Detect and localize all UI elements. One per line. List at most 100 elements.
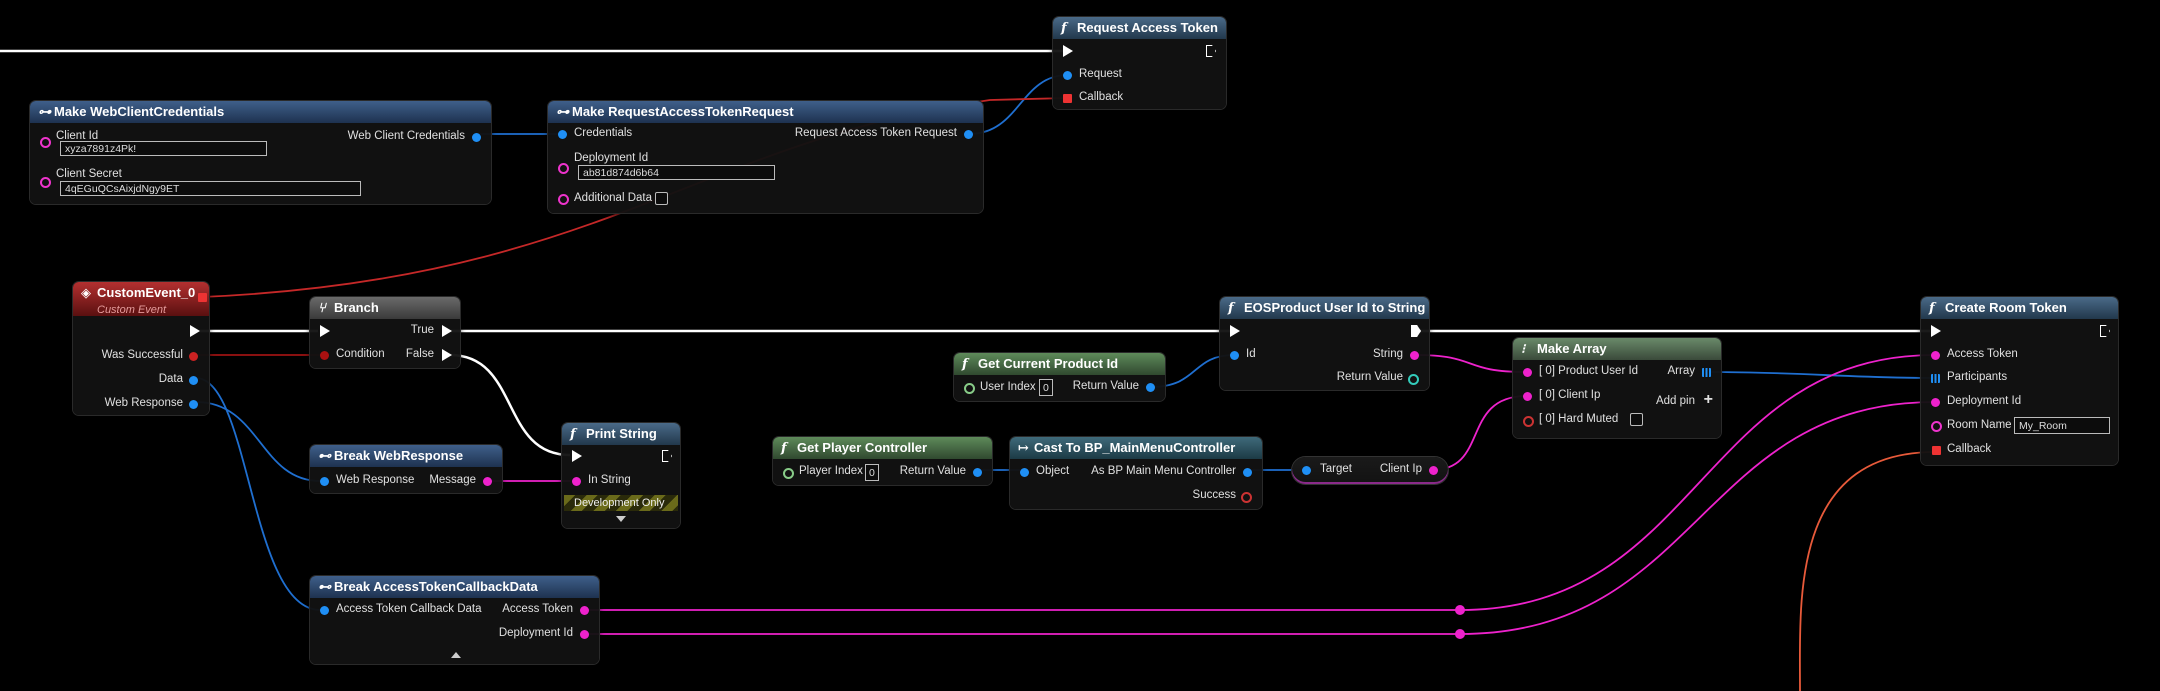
was-successful-pin[interactable] — [189, 352, 198, 361]
make-array-node[interactable]: ⁝Make Array [ 0] Product User Id [ 0] Cl… — [1513, 338, 1721, 438]
access-token-pin[interactable] — [1931, 351, 1940, 360]
credentials-pin[interactable] — [558, 130, 567, 139]
client-ip-pin[interactable] — [1523, 392, 1532, 401]
collapse-arrow-icon[interactable] — [451, 652, 461, 658]
return-value-pin[interactable] — [973, 468, 982, 477]
hard-muted-pin[interactable] — [1523, 416, 1534, 427]
player-index-pin[interactable] — [783, 468, 794, 479]
player-index-input[interactable]: 0 — [865, 464, 879, 481]
branch-node[interactable]: ⑂Branch Condition True False — [310, 297, 460, 368]
as-bp-main-menu-controller-pin[interactable] — [1243, 468, 1252, 477]
exec-out-pin[interactable] — [1411, 325, 1421, 337]
deployment-id-pin[interactable] — [1931, 398, 1940, 407]
exec-in-pin[interactable] — [1931, 325, 1941, 337]
exec-out-pin[interactable] — [662, 450, 672, 462]
expand-arrow-icon[interactable] — [616, 516, 626, 522]
exec-in-pin[interactable] — [572, 450, 582, 462]
cast-to-bp-main-menu-controller-node[interactable]: ↦Cast To BP_MainMenuController Object As… — [1010, 437, 1262, 509]
client-id-input[interactable]: xyza7891z4Pk! — [60, 141, 267, 156]
return-value-pin[interactable] — [1146, 383, 1155, 392]
true-label: True — [410, 324, 434, 336]
node-title: Make Array — [1537, 341, 1607, 356]
access-token-pin[interactable] — [580, 606, 589, 615]
id-pin[interactable] — [1230, 351, 1239, 360]
exec-in-pin[interactable] — [320, 325, 330, 337]
client-secret-input[interactable]: 4qEGuQCsAixjdNgy9ET — [60, 181, 361, 196]
callback-pin[interactable] — [1932, 446, 1941, 455]
participants-array-pin[interactable] — [1931, 374, 1940, 383]
wire-array — [1709, 371, 1936, 379]
client-ip-label: [ 0] Client Ip — [1539, 389, 1601, 401]
exec-out-pin[interactable] — [1206, 45, 1216, 57]
user-index-input[interactable]: 0 — [1039, 379, 1053, 396]
make-web-client-credentials-node[interactable]: ⊶Make WebClientCredentials Client Id xyz… — [30, 101, 491, 204]
hard-muted-checkbox[interactable] — [1630, 413, 1643, 426]
function-icon: f — [962, 357, 968, 372]
target-pin[interactable] — [1302, 466, 1311, 475]
request-access-token-request-pin[interactable] — [964, 130, 973, 139]
message-pin[interactable] — [483, 477, 492, 486]
product-user-id-pin[interactable] — [1523, 368, 1532, 377]
return-value-label: Return Value — [1072, 380, 1139, 392]
web-response-label: Web Response — [104, 397, 183, 409]
break-web-response-node[interactable]: ⊷Break WebResponse Web Response Message — [310, 445, 502, 493]
make-request-access-token-request-node[interactable]: ⊶Make RequestAccessTokenRequest Credenti… — [548, 101, 983, 213]
object-pin[interactable] — [1020, 468, 1029, 477]
exec-out-pin[interactable] — [2100, 325, 2110, 337]
hard-muted-label: [ 0] Hard Muted — [1539, 413, 1619, 425]
exec-in-pin[interactable] — [1230, 325, 1240, 337]
false-exec-pin[interactable] — [442, 349, 452, 361]
break-access-token-callback-data-node[interactable]: ⊷Break AccessTokenCallbackData Access To… — [310, 576, 599, 664]
in-string-label: In String — [588, 474, 631, 486]
client-id-pin[interactable] — [40, 137, 51, 148]
client-secret-pin[interactable] — [40, 177, 51, 188]
success-pin[interactable] — [1241, 492, 1252, 503]
deployment-id-label: Deployment Id — [498, 627, 573, 639]
exec-in-pin[interactable] — [1063, 45, 1073, 57]
data-label: Data — [158, 373, 183, 385]
user-index-pin[interactable] — [964, 383, 975, 394]
node-title: Get Player Controller — [797, 440, 928, 455]
client-ip-pin[interactable] — [1429, 466, 1438, 475]
success-label: Success — [1192, 489, 1236, 501]
false-label: False — [405, 348, 434, 360]
data-pin[interactable] — [189, 376, 198, 385]
additional-data-pin[interactable] — [558, 194, 569, 205]
function-icon: f — [1929, 301, 1935, 316]
delegate-out-pin[interactable] — [198, 293, 207, 302]
add-pin-icon[interactable]: + — [1703, 391, 1713, 408]
client-ip-getter-node[interactable]: Target Client Ip — [1292, 457, 1448, 484]
string-pin[interactable] — [1410, 351, 1419, 360]
exec-out-pin[interactable] — [190, 325, 200, 337]
callback-pin[interactable] — [1063, 94, 1072, 103]
development-only-banner: Development Only — [564, 495, 678, 511]
wire-room-callback — [1798, 451, 1936, 691]
request-pin[interactable] — [1063, 71, 1072, 80]
deployment-id-pin[interactable] — [580, 630, 589, 639]
additional-data-checkbox[interactable] — [655, 192, 668, 205]
product-user-id-label: [ 0] Product User Id — [1539, 365, 1639, 377]
deployment-id-pin[interactable] — [558, 163, 569, 174]
deployment-id-input[interactable]: ab81d874d6b64 — [578, 165, 775, 180]
room-name-input[interactable]: My_Room — [2014, 417, 2110, 434]
event-diamond-icon: ◈ — [81, 286, 91, 301]
return-value-pin[interactable] — [1408, 374, 1419, 385]
web-client-credentials-pin[interactable] — [472, 133, 481, 142]
client-id-label: Client Id — [56, 130, 99, 142]
array-pin[interactable] — [1702, 368, 1711, 377]
in-string-pin[interactable] — [572, 477, 581, 486]
node-subtitle: Custom Event — [97, 304, 167, 316]
web-response-pin[interactable] — [320, 477, 329, 486]
condition-pin[interactable] — [320, 351, 329, 360]
true-exec-pin[interactable] — [442, 325, 452, 337]
web-response-pin[interactable] — [189, 400, 198, 409]
access-token-callback-data-pin[interactable] — [320, 606, 329, 615]
room-name-pin[interactable] — [1931, 421, 1942, 432]
